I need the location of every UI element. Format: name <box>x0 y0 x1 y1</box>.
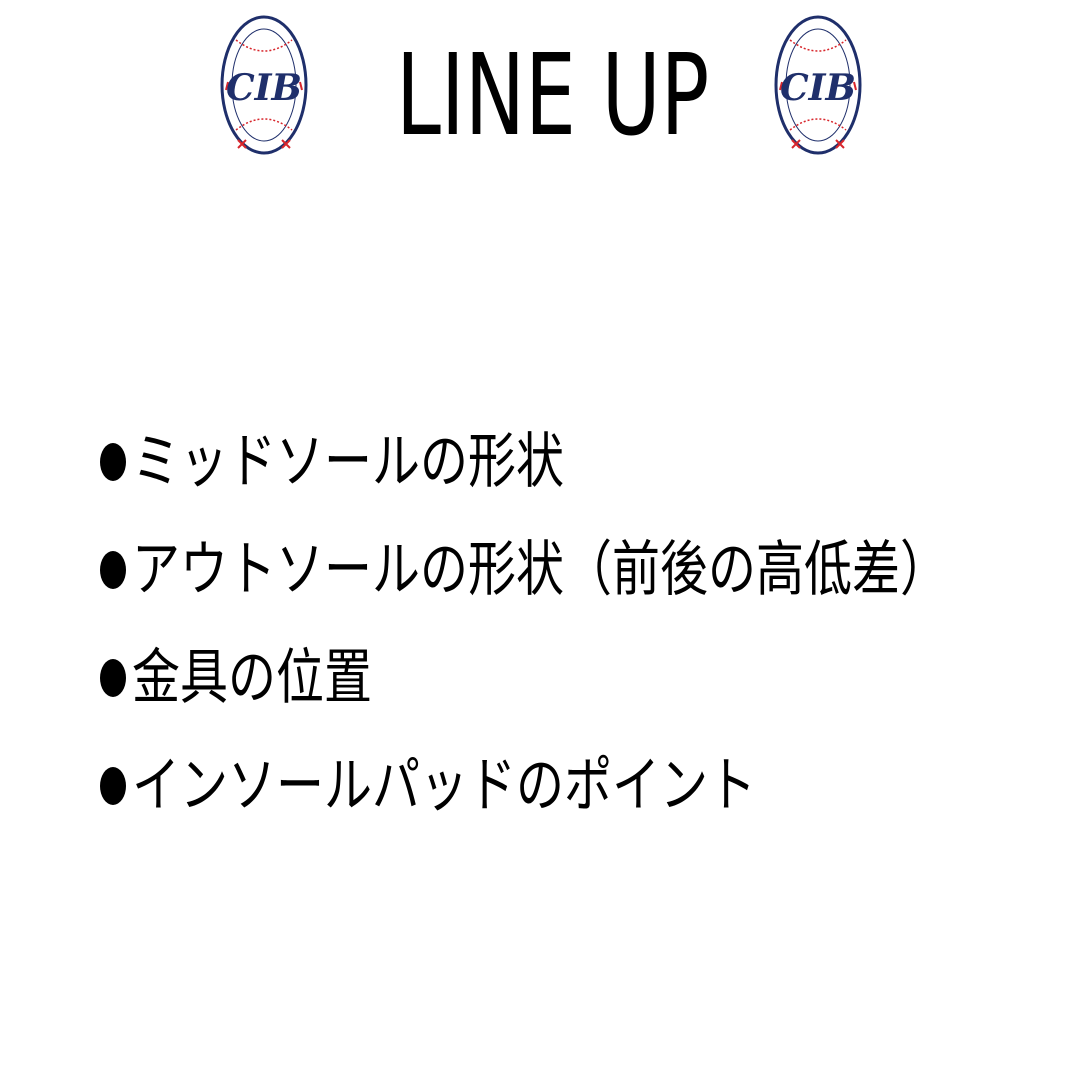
bullet-dot <box>100 443 126 481</box>
list-item: ミッドソールの形状 <box>100 408 1040 516</box>
cib-baseball-logo-left: CIB <box>220 15 308 155</box>
bullet-dot <box>100 551 126 589</box>
list-item: インソールパッドのポイント <box>100 732 1040 840</box>
lineup-list: ミッドソールの形状 アウトソールの形状（前後の高低差） 金具の位置 インソールパ… <box>100 408 1040 840</box>
page-title: LINE UP <box>396 31 710 161</box>
bullet-dot <box>100 767 126 805</box>
list-item-text: ミッドソールの形状 <box>132 427 564 497</box>
list-item-text: インソールパッドのポイント <box>132 751 756 821</box>
logo-monogram: CIB <box>226 67 302 109</box>
cib-baseball-logo-right: CIB <box>774 15 862 155</box>
list-item: アウトソールの形状（前後の高低差） <box>100 516 1040 624</box>
list-item: 金具の位置 <box>100 624 1040 732</box>
logo-monogram: CIB <box>780 67 856 109</box>
bullet-dot <box>100 659 126 697</box>
list-item-text: アウトソールの形状（前後の高低差） <box>132 535 948 605</box>
list-item-text: 金具の位置 <box>132 643 372 713</box>
